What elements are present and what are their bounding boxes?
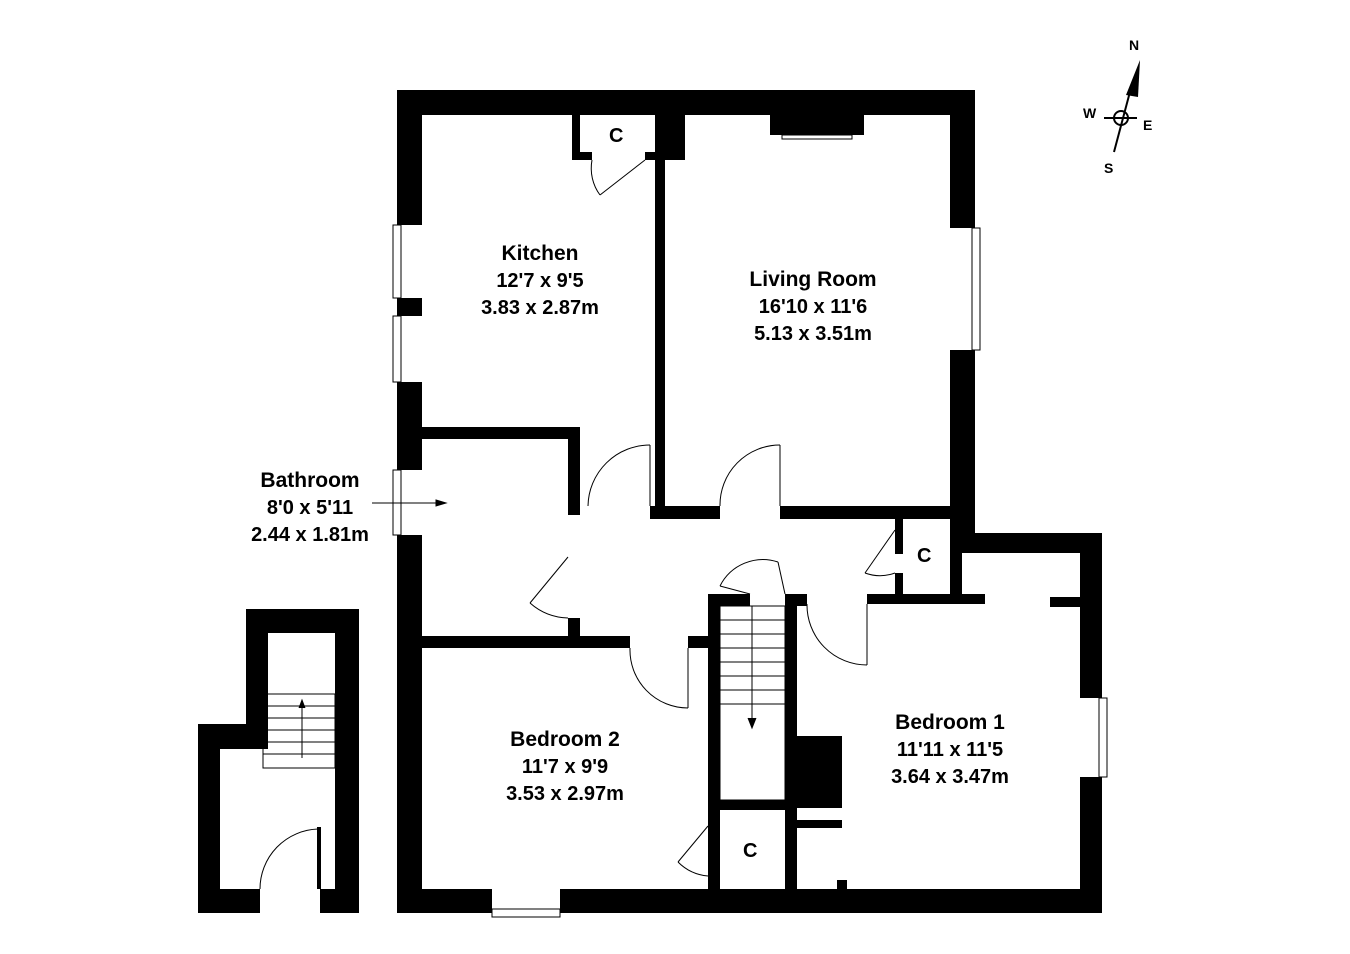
- room-imperial: 8'0 x 5'11: [266, 497, 354, 520]
- compass-north-label: N: [1129, 37, 1140, 53]
- interior-walls: [422, 115, 1102, 889]
- room-metric: 3.53 x 2.97m: [506, 783, 624, 806]
- room-label-bathroom: Bathroom 8'0 x 5'11 2.44 x 1.81m: [220, 467, 400, 549]
- cupboard-label-hall: C: [917, 545, 932, 567]
- room-label-bedroom-2: Bedroom 2 11'7 x 9'9 3.53 x 2.97m: [465, 726, 665, 808]
- room-metric: 3.83 x 2.87m: [481, 297, 599, 320]
- outer-walls: [397, 90, 1102, 913]
- compass-icon: [1104, 60, 1140, 153]
- room-imperial: 12'7 x 9'5: [496, 270, 584, 293]
- room-label-bedroom-1: Bedroom 1 11'11 x 11'5 3.64 x 3.47m: [850, 709, 1050, 791]
- compass-east-label: E: [1143, 117, 1153, 133]
- room-metric: 5.13 x 3.51m: [754, 323, 872, 346]
- entrance-stair-block: [198, 609, 359, 913]
- room-name: Bedroom 1: [895, 711, 1005, 734]
- compass-west-label: W: [1083, 105, 1097, 121]
- room-name: Bedroom 2: [510, 728, 620, 751]
- cupboard-label-lower: C: [743, 840, 758, 862]
- main-stairs: [719, 605, 786, 801]
- room-label-living-room: Living Room 16'10 x 11'6 5.13 x 3.51m: [703, 266, 923, 348]
- room-metric: 3.64 x 3.47m: [891, 766, 1009, 789]
- room-imperial: 11'11 x 11'5: [896, 739, 1004, 762]
- cupboard-label-kitchen: C: [609, 125, 624, 147]
- room-name: Kitchen: [501, 242, 579, 265]
- doors: [529, 159, 896, 877]
- room-label-kitchen: Kitchen 12'7 x 9'5 3.83 x 2.87m: [440, 240, 640, 322]
- windows: [392, 224, 1108, 918]
- room-imperial: 11'7 x 9'9: [521, 756, 609, 779]
- bathroom-pointer: [372, 499, 448, 507]
- room-metric: 2.44 x 1.81m: [251, 524, 369, 547]
- room-name: Bathroom: [260, 469, 360, 492]
- compass-south-label: S: [1104, 160, 1114, 176]
- room-name: Living Room: [749, 268, 877, 291]
- room-imperial: 16'10 x 11'6: [758, 296, 868, 319]
